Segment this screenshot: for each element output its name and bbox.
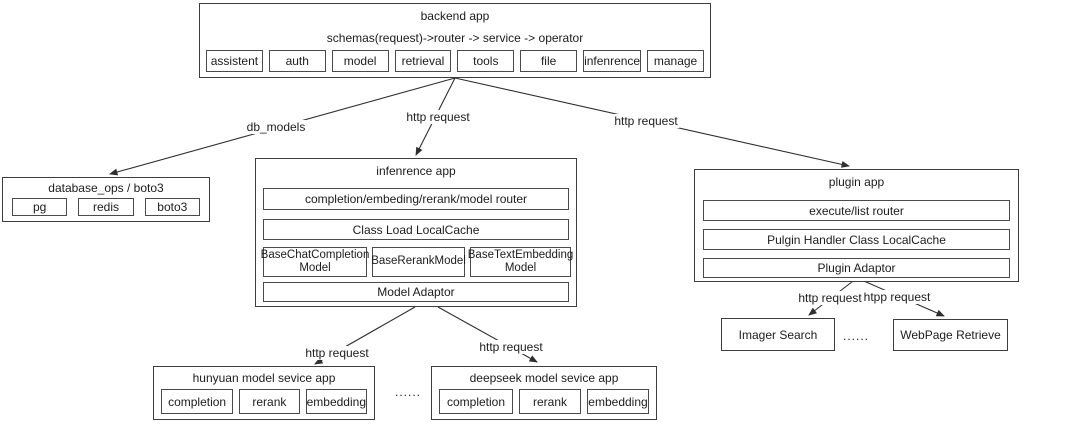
- plugin-app-title: plugin app: [828, 175, 885, 189]
- hunyuan-embedding: embedding: [305, 389, 367, 414]
- hunyuan-rerank: rerank: [239, 389, 300, 414]
- node-inference-app: infenrence app completion/embeding/reran…: [255, 158, 577, 307]
- model-base-rerank: BaseRerankModel: [371, 247, 466, 277]
- hunyuan-modules-row: completion rerank embedding: [161, 389, 367, 414]
- inference-model-adaptor: Model Adaptor: [263, 282, 569, 302]
- plugin-handler-cache: Pulgin Handler Class LocalCache: [703, 229, 1010, 250]
- deepseek-rerank: rerank: [519, 389, 581, 414]
- edge-label-db-models: db_models: [244, 120, 308, 134]
- deepseek-embedding: embedding: [587, 389, 649, 414]
- deepseek-app-title: deepseek model sevice app: [469, 371, 619, 385]
- inference-router: completion/embeding/rerank/model router: [263, 188, 569, 210]
- module-manage: manage: [647, 50, 704, 72]
- edge-label-http-request-deepseek: http request: [477, 340, 545, 354]
- module-auth: auth: [268, 50, 326, 72]
- module-file: file: [520, 50, 578, 72]
- node-imager-search: Imager Search: [721, 318, 835, 351]
- backend-modules-row: assistent auth model retrieval tools fil…: [206, 50, 704, 72]
- module-infenrence: infenrence: [583, 50, 642, 72]
- edge-label-http-request-inference: http request: [404, 110, 472, 124]
- module-boto3: boto3: [144, 198, 200, 216]
- module-redis: redis: [78, 198, 134, 216]
- database-modules-row: pg redis boto3: [12, 198, 200, 216]
- backend-app-title: backend app: [420, 9, 490, 23]
- edge-label-http-request-plugin: http request: [612, 114, 680, 128]
- node-backend-app: backend app schemas(request)->router -> …: [199, 3, 711, 78]
- node-database-ops: database_ops / boto3 pg redis boto3: [2, 177, 210, 222]
- node-webpage-retrieve: WebPage Retrieve: [893, 319, 1008, 351]
- hunyuan-completion: completion: [161, 389, 234, 414]
- deepseek-completion: completion: [439, 389, 513, 414]
- module-assistent: assistent: [206, 50, 263, 72]
- model-base-text-embedding: BaseTextEmbedding Model: [468, 247, 573, 277]
- model-base-chat-completion: BaseChatCompletion Model: [261, 247, 369, 277]
- ellipsis-models: ......: [394, 385, 422, 399]
- inference-app-title: infenrence app: [376, 164, 456, 178]
- module-retrieval: retrieval: [394, 50, 452, 72]
- edge-label-http-request-imager: http request: [796, 291, 864, 305]
- deepseek-modules-row: completion rerank embedding: [439, 389, 649, 414]
- ellipsis-plugins: ......: [842, 329, 870, 343]
- module-pg: pg: [12, 198, 68, 216]
- edge-label-http-request-hunyuan: http request: [303, 346, 371, 360]
- inference-class-cache: Class Load LocalCache: [263, 219, 569, 240]
- node-hunyuan-app: hunyuan model sevice app completion rera…: [153, 366, 375, 420]
- plugin-adaptor: Plugin Adaptor: [703, 258, 1010, 278]
- backend-app-flow: schemas(request)->router -> service -> o…: [326, 31, 584, 45]
- module-tools: tools: [457, 50, 515, 72]
- edge-label-htpp-request-webpage: htpp request: [861, 290, 933, 304]
- inference-models-row: BaseChatCompletion Model BaseRerankModel…: [261, 247, 573, 277]
- module-model: model: [331, 50, 389, 72]
- node-deepseek-app: deepseek model sevice app completion rer…: [431, 366, 657, 420]
- node-plugin-app: plugin app execute/list router Pulgin Ha…: [694, 169, 1019, 282]
- database-ops-title: database_ops / boto3: [48, 181, 164, 195]
- hunyuan-app-title: hunyuan model sevice app: [192, 371, 336, 385]
- plugin-router: execute/list router: [703, 200, 1010, 221]
